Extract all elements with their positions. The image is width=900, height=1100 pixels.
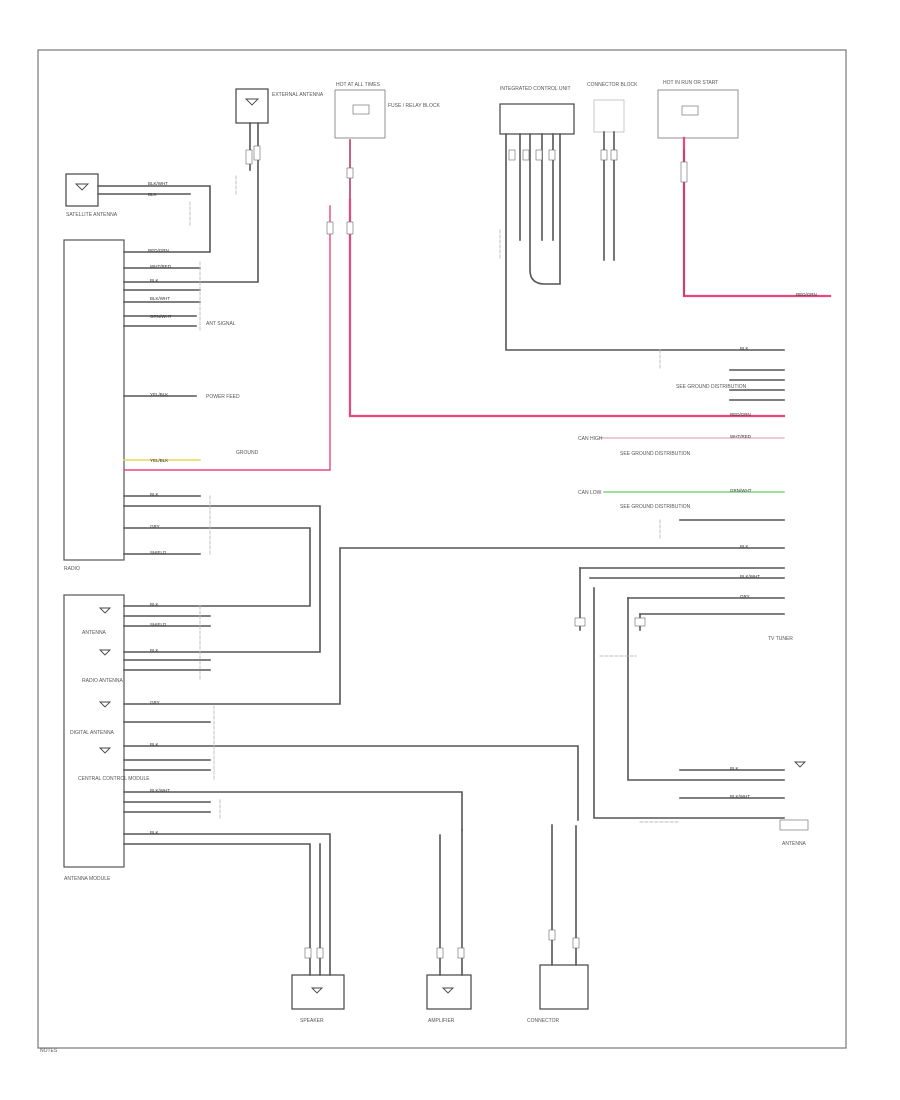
external-antenna: EXTERNAL ANTENNA (235, 88, 324, 124)
svg-text:RED/GRN: RED/GRN (730, 412, 751, 417)
svg-text:CENTRAL CONTROL MODULE: CENTRAL CONTROL MODULE (78, 776, 150, 782)
svg-text:CAN LOW: CAN LOW (578, 490, 602, 496)
svg-text:BLK/WHT: BLK/WHT (150, 296, 170, 301)
svg-text:BLK: BLK (740, 346, 749, 351)
svg-text:BLK: BLK (740, 544, 749, 549)
wires-light (189, 175, 681, 823)
svg-text:EXTERNAL ANTENNA: EXTERNAL ANTENNA (272, 92, 324, 98)
svg-text:RED/GRN: RED/GRN (796, 292, 817, 297)
svg-text:ANTENNA: ANTENNA (82, 630, 107, 636)
svg-text:YEL/BLK: YEL/BLK (150, 392, 168, 397)
svg-text:SATELLITE ANTENNA: SATELLITE ANTENNA (66, 212, 118, 218)
svg-text:BLK/WHT: BLK/WHT (730, 794, 750, 799)
svg-text:GROUND: GROUND (236, 450, 259, 456)
wires-power (123, 136, 832, 471)
svg-text:WHT/RED: WHT/RED (730, 434, 752, 439)
svg-text:DIGITAL ANTENNA: DIGITAL ANTENNA (70, 730, 115, 736)
tv-tuner-label: TV TUNER (768, 636, 793, 642)
svg-text:HOT IN RUN OR START: HOT IN RUN OR START (663, 80, 718, 86)
svg-text:ANTENNA MODULE: ANTENNA MODULE (64, 876, 111, 882)
svg-text:RADIO ANTENNA: RADIO ANTENNA (82, 678, 124, 684)
antenna-module: ANTENNA RADIO ANTENNA DIGITAL ANTENNA CE… (63, 594, 150, 882)
svg-text:BLK/WHT: BLK/WHT (740, 574, 760, 579)
svg-text:HOT AT ALL TIMES: HOT AT ALL TIMES (336, 82, 381, 88)
svg-text:BLK: BLK (148, 192, 157, 197)
svg-text:BLK: BLK (730, 766, 739, 771)
svg-text:GRN/WHT: GRN/WHT (730, 488, 752, 493)
svg-text:GRN/WHT: GRN/WHT (150, 314, 172, 319)
svg-text:RED/GRN: RED/GRN (148, 248, 169, 253)
right-antenna: ANTENNA (779, 761, 809, 847)
svg-text:CONNECTOR BLOCK: CONNECTOR BLOCK (587, 82, 638, 88)
radio-unit: RADIO (63, 239, 125, 572)
svg-text:CONNECTOR: CONNECTOR (527, 1018, 560, 1024)
svg-text:ANTENNA: ANTENNA (782, 841, 807, 847)
svg-text:FUSE / RELAY BLOCK: FUSE / RELAY BLOCK (388, 103, 440, 109)
svg-text:GRY: GRY (740, 594, 750, 599)
svg-text:BLK/WHT: BLK/WHT (148, 181, 168, 186)
fuse-block-right: HOT IN RUN OR START (657, 80, 739, 139)
svg-text:BLK: BLK (150, 492, 159, 497)
svg-text:BLK: BLK (150, 602, 159, 607)
page-id: NOTES (40, 1048, 58, 1054)
wire-tags: BLK/WHT BLK RED/GRN WHT/RED BLK BLK/WHT … (148, 181, 817, 835)
svg-text:SEE GROUND DISTRIBUTION: SEE GROUND DISTRIBUTION (620, 504, 691, 510)
svg-text:POWER FEED: POWER FEED (206, 394, 240, 400)
svg-text:SHIELD: SHIELD (150, 550, 167, 555)
svg-text:YEL/BLK: YEL/BLK (150, 458, 168, 463)
svg-text:BLK/WHT: BLK/WHT (150, 788, 170, 793)
connector-pins (245, 145, 688, 959)
svg-text:GRY: GRY (150, 700, 160, 705)
integrated-control-unit: INTEGRATED CONTROL UNIT (499, 86, 575, 135)
amplifier-device: AMPLIFIER (426, 974, 472, 1024)
svg-text:BLK: BLK (150, 648, 159, 653)
svg-text:GRY: GRY (150, 524, 160, 529)
svg-text:SEE GROUND DISTRIBUTION: SEE GROUND DISTRIBUTION (620, 451, 691, 457)
svg-text:SHIELD: SHIELD (150, 622, 167, 627)
svg-text:BLK: BLK (150, 830, 159, 835)
svg-text:AMPLIFIER: AMPLIFIER (428, 1018, 455, 1024)
svg-text:SEE GROUND DISTRIBUTION: SEE GROUND DISTRIBUTION (676, 384, 747, 390)
svg-text:BLK: BLK (150, 742, 159, 747)
svg-text:RADIO: RADIO (64, 566, 80, 572)
connector-device: CONNECTOR (527, 964, 589, 1024)
svg-text:INTEGRATED CONTROL UNIT: INTEGRATED CONTROL UNIT (500, 86, 571, 92)
speaker-device: SPEAKER (291, 974, 345, 1024)
svg-text:SPEAKER: SPEAKER (300, 1018, 324, 1024)
satellite-antenna: SATELLITE ANTENNA (65, 173, 118, 218)
svg-text:WHT/RED: WHT/RED (150, 264, 172, 269)
annotations: ANT SIGNAL POWER FEED GROUND CAN HIGH CA… (206, 321, 747, 510)
svg-text:ANT SIGNAL: ANT SIGNAL (206, 321, 236, 327)
svg-text:BLK: BLK (150, 278, 159, 283)
svg-text:CAN HIGH: CAN HIGH (578, 436, 603, 442)
diagram-frame (37, 49, 847, 1049)
wires-neutral (97, 122, 785, 976)
connector-block: CONNECTOR BLOCK (587, 82, 638, 133)
fuse-block-left: HOT AT ALL TIMES FUSE / RELAY BLOCK (334, 82, 440, 139)
